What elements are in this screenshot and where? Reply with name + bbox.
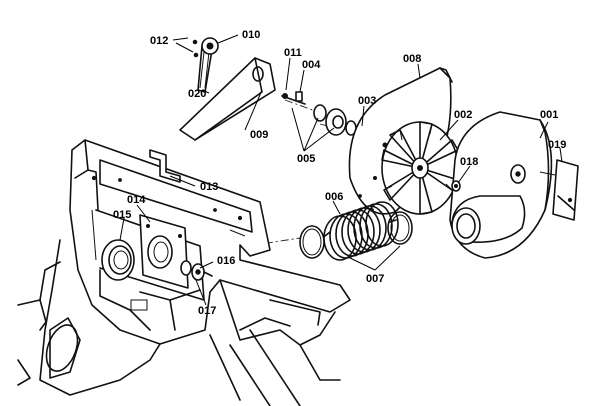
label-020: 020 [188, 88, 206, 100]
label-014: 014 [127, 194, 146, 206]
label-005: 005 [297, 153, 315, 165]
part-007-clamp-rings [299, 211, 413, 259]
label-006: 006 [325, 191, 343, 203]
part-011-004-005-003-shaft-assembly [281, 91, 366, 136]
part-013-bracket [149, 149, 181, 183]
part-015-bearing-housing [101, 239, 135, 281]
part-001-front-housing [449, 111, 553, 259]
label-009: 009 [250, 129, 268, 141]
label-012: 012 [150, 35, 168, 47]
part-018-nut [451, 180, 461, 192]
label-008: 008 [403, 53, 421, 65]
chassis-frame [17, 139, 351, 406]
label-013: 013 [200, 181, 218, 193]
part-labels: 001 002 003 004 005 006 007 008 009 010 … [113, 29, 566, 317]
label-015: 015 [113, 209, 131, 221]
label-001: 001 [540, 109, 558, 121]
part-014-mounting-plate [139, 214, 189, 289]
label-018: 018 [460, 156, 478, 168]
label-019: 019 [548, 139, 566, 151]
part-009-arm [179, 57, 276, 141]
label-004: 004 [302, 59, 321, 71]
part-006-spring [323, 201, 399, 261]
label-010: 010 [242, 29, 260, 41]
part-019-plate [539, 159, 579, 221]
label-007: 007 [366, 273, 384, 285]
label-011: 011 [284, 47, 302, 59]
part-010-020-belt-pulley [192, 37, 219, 93]
part-002-impeller [381, 121, 459, 215]
label-017: 017 [198, 305, 216, 317]
label-016: 016 [217, 255, 235, 267]
part-016-017-shaft-collars [180, 260, 213, 281]
leader-lines [119, 34, 563, 306]
label-003: 003 [358, 95, 376, 107]
label-002: 002 [454, 109, 472, 121]
